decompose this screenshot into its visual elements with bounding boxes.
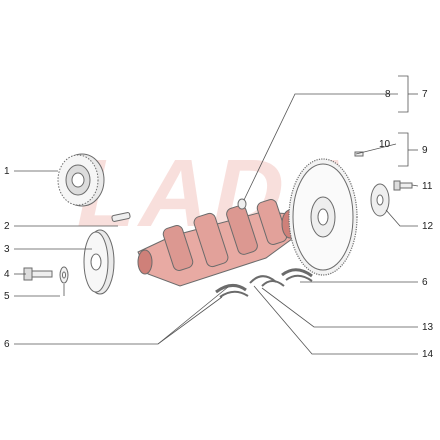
callout-14: 14 xyxy=(422,349,434,360)
callout-13: 13 xyxy=(422,322,434,333)
crankshaft xyxy=(137,199,299,287)
callout-7: 7 xyxy=(422,89,428,100)
callout-1: 1 xyxy=(4,166,10,177)
main-bearing-shells xyxy=(215,268,313,298)
callout-5: 5 xyxy=(4,291,10,302)
callout-4: 4 xyxy=(4,269,10,280)
leader-lines xyxy=(14,93,419,355)
callout-6-left: 6 xyxy=(4,339,10,350)
callout-2: 2 xyxy=(4,221,10,232)
callout-labels: 1 2 3 4 5 6 6 7 8 9 10 11 12 13 14 xyxy=(4,89,434,360)
callout-10: 10 xyxy=(379,139,391,150)
callout-8: 8 xyxy=(385,89,391,100)
callout-6-right: 6 xyxy=(422,277,428,288)
callout-3: 3 xyxy=(4,244,10,255)
woodruff-key xyxy=(111,212,131,222)
bracket-9 xyxy=(398,132,418,167)
dowel-pin xyxy=(354,151,364,157)
crankshaft-pulley-hub xyxy=(83,229,115,295)
callout-9: 9 xyxy=(422,145,428,156)
thrust-half-rings xyxy=(249,275,285,287)
callout-11: 11 xyxy=(422,181,433,192)
pulley-damper xyxy=(57,153,105,207)
callout-12: 12 xyxy=(422,221,434,232)
bracket-7 xyxy=(398,75,418,113)
pilot-bushing xyxy=(237,198,247,210)
flywheel-washer-plate xyxy=(370,183,390,217)
washer xyxy=(59,266,69,284)
flywheel xyxy=(288,158,358,276)
pulley-bolt xyxy=(23,267,53,281)
flywheel-bolt xyxy=(393,180,413,191)
